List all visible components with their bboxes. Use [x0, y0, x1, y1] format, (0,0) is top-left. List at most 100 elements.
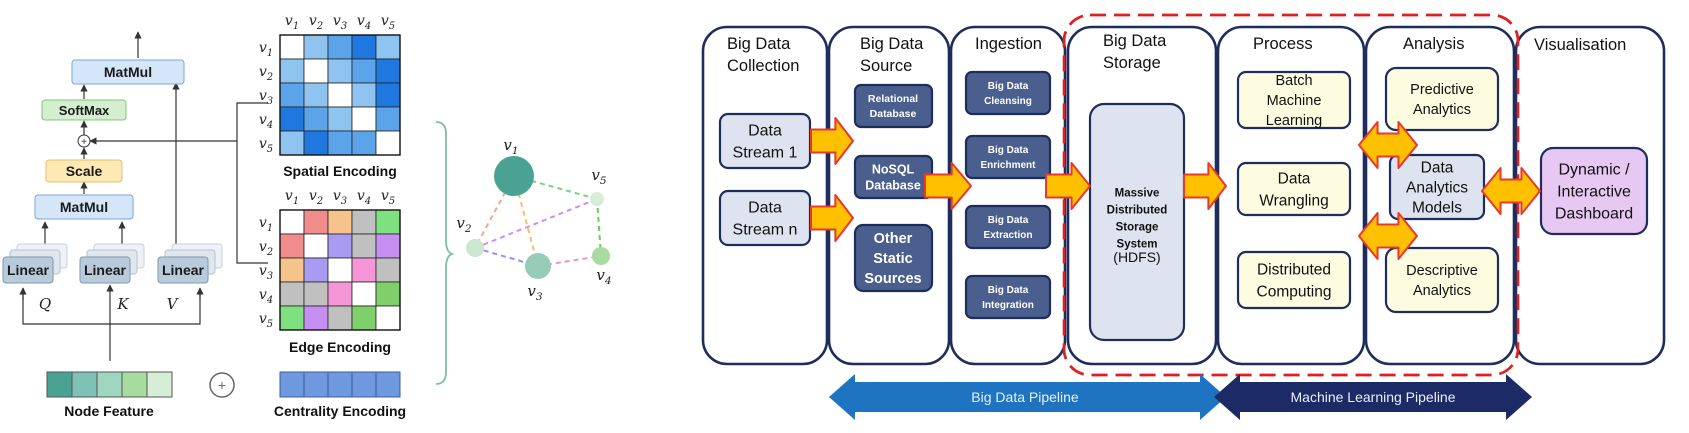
arrow-batch-analysis — [1358, 121, 1418, 169]
edge-grid-cell — [303, 233, 329, 259]
matmul-top-block — [71, 59, 185, 85]
arrow-computing-analysis — [1358, 212, 1418, 260]
spatial-grid-cell — [279, 130, 305, 156]
big-data-enrichment-text-line: Enrichment — [980, 160, 1036, 171]
edge-grid-row-label-v3: v3 — [259, 263, 273, 282]
q-label: Q — [39, 295, 51, 313]
spatial-grid-cell — [303, 58, 329, 84]
centrality-cell — [351, 371, 377, 398]
spatial-grid-cell — [375, 82, 401, 108]
edge-grid-cell — [375, 209, 401, 235]
linear-k-label: Linear — [84, 262, 127, 278]
softmax-block — [41, 99, 127, 121]
centrality-cell — [303, 371, 329, 398]
edge-grid-cell — [351, 257, 377, 283]
edge-grid-row-label-v2: v2 — [259, 239, 273, 258]
spatial-grid-cell — [351, 82, 377, 108]
big-data-cleansing-box — [964, 70, 1052, 116]
edge-grid-cell — [351, 209, 377, 235]
hdfs-text-line: Massive — [1115, 188, 1160, 200]
linear-v-label: Linear — [162, 262, 205, 278]
spatial-grid-cell — [327, 82, 353, 108]
other-static-sources-box — [853, 223, 934, 293]
graph-node-v1 — [494, 156, 534, 196]
other-static-sources-text-line: Sources — [864, 271, 921, 287]
nosql-database-text-line: NoSQL — [872, 162, 915, 176]
big-data-extraction-box — [964, 204, 1052, 250]
batch-ml-text-line: Learning — [1266, 113, 1322, 129]
spatial-grid-cell — [327, 34, 353, 60]
edge-grid-cell — [303, 257, 329, 283]
big-data-enrichment-text-line: Big Data — [988, 145, 1029, 156]
predictive-analytics-text-line: Predictive — [1410, 82, 1474, 98]
big-data-integration-text-line: Integration — [982, 300, 1034, 311]
data-stream-n-text-line: Stream n — [733, 222, 798, 239]
spatial-grid-row-label-v5: v5 — [259, 136, 273, 155]
add-operator — [77, 134, 91, 148]
relational-database-text-line: Relational — [868, 93, 918, 105]
spatial-grid-col-label-v4: v4 — [357, 13, 371, 32]
column-source-title: Source — [860, 57, 912, 75]
spatial-grid-cell — [351, 58, 377, 84]
edge-grid-row-label-v5: v5 — [259, 311, 273, 330]
k-label: K — [116, 295, 129, 313]
centrality-encoding-label: Centrality Encoding — [274, 403, 406, 419]
edge-grid-cell — [375, 281, 401, 307]
edge-grid-cell — [375, 305, 401, 331]
data-wrangling-text-line: Wrangling — [1259, 192, 1329, 209]
arrow-analysis-visualisation — [1481, 167, 1541, 215]
column-visualisation-title: Visualisation — [1534, 36, 1626, 54]
combine-operator-glyph: + — [218, 377, 226, 393]
edge-grid-cell — [279, 257, 305, 283]
edge-grid-col-label-v5: v5 — [381, 188, 395, 207]
spatial-grid-cell — [375, 58, 401, 84]
big-data-integration-text-line: Big Data — [988, 285, 1029, 296]
node-feature-cell — [146, 371, 173, 398]
spatial-grid-cell — [279, 58, 305, 84]
matmul-bottom-label: MatMul — [60, 199, 108, 215]
descriptive-analytics-text-line: Descriptive — [1406, 263, 1478, 279]
graph-node-v2 — [466, 239, 484, 257]
batch-ml-text-line: Machine — [1267, 93, 1322, 109]
node-feature-cell — [46, 371, 73, 398]
arrow-storage-to-process — [1183, 162, 1227, 210]
data-analytics-models-text-line: Data — [1421, 159, 1454, 176]
data-wrangling-box — [1236, 161, 1352, 217]
data-analytics-models-text-line: Models — [1412, 199, 1462, 216]
arrow-streamn-to-source — [810, 194, 854, 242]
softmax-label: SoftMax — [59, 103, 110, 118]
edge-grid-cell — [327, 233, 353, 259]
edge-grid-cell — [351, 305, 377, 331]
spatial-grid-cell — [303, 34, 329, 60]
column-process-title: Process — [1253, 35, 1313, 53]
example-graph — [466, 156, 610, 279]
arrow-source-to-ingestion — [924, 162, 972, 210]
edge-grid-cell — [375, 233, 401, 259]
data-analytics-models-text-line: Analytics — [1406, 179, 1468, 196]
centrality-cell — [327, 371, 353, 398]
big-data-cleansing-text-line: Cleansing — [984, 96, 1032, 107]
edge-grid-cell — [279, 233, 305, 259]
data-stream-1-text-line: Stream 1 — [733, 145, 798, 162]
graph-label-v5: v5 — [591, 166, 606, 187]
arrow-ingestion-to-storage — [1045, 162, 1091, 210]
spatial-grid-row-label-v3: v3 — [259, 88, 273, 107]
linear-q-stack: Linear — [2, 243, 68, 284]
graph-node-v5 — [590, 192, 604, 206]
big-data-extraction-text-line: Extraction — [984, 230, 1033, 241]
batch-ml-box — [1236, 70, 1352, 130]
linear-q-label: Linear — [7, 262, 50, 278]
ml-scope-dashed-outline — [1062, 13, 1520, 377]
hdfs-box — [1088, 102, 1186, 342]
descriptive-analytics-box — [1384, 246, 1500, 314]
graph-label-v2: v2 — [456, 214, 471, 235]
descriptive-analytics-text-line: Analytics — [1413, 283, 1471, 299]
linear-k-stack: Linear — [79, 243, 145, 284]
matmul-top-label: MatMul — [104, 64, 152, 80]
batch-ml-text-line: Batch — [1275, 73, 1312, 89]
edge-grid-cell — [303, 209, 329, 235]
edge-grid-col-label-v3: v3 — [333, 188, 347, 207]
spatial-grid-cell — [279, 34, 305, 60]
distributed-computing-text-line: Distributed — [1257, 261, 1331, 278]
